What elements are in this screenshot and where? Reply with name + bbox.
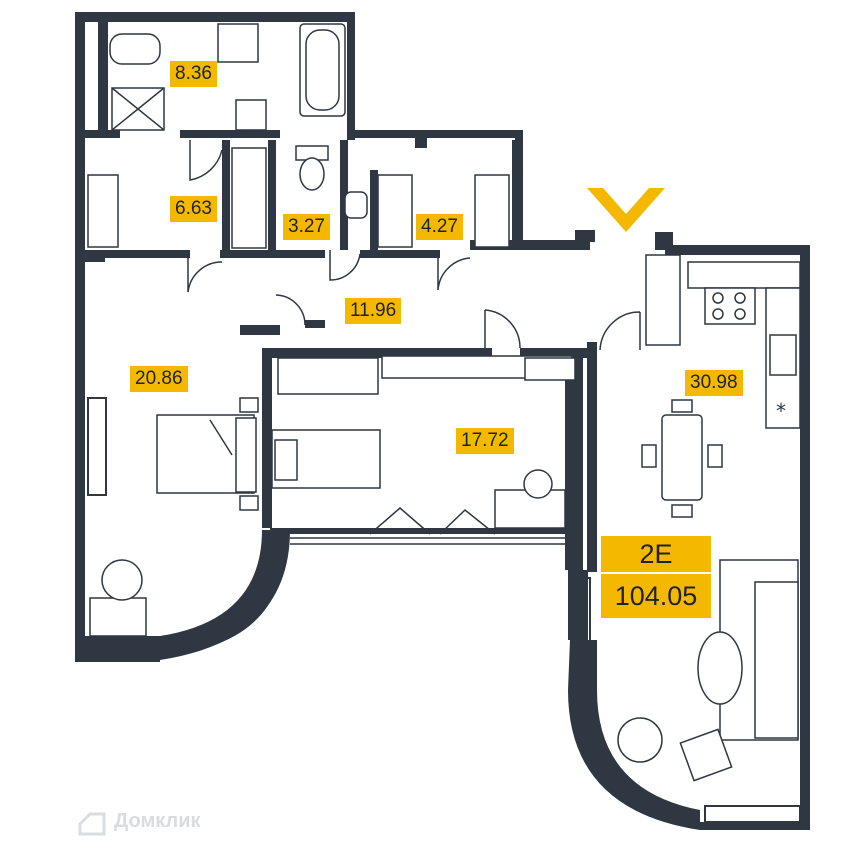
furniture	[87, 23, 801, 782]
fridge-asterisk-icon: *	[776, 399, 786, 423]
area-label-second-bedroom: 17.72	[456, 428, 514, 454]
area-label-wc: 3.27	[283, 214, 330, 240]
unit-code: 2E	[601, 536, 711, 574]
watermark: Домклик	[80, 810, 201, 833]
entrance-chevron-icon	[587, 188, 665, 232]
doors	[187, 140, 641, 535]
area-label-dressing-room: 6.63	[170, 196, 217, 222]
unit-summary-box: 2E 104.05	[601, 536, 711, 618]
unit-total-area: 104.05	[614, 581, 698, 611]
area-label-storage: 4.27	[416, 214, 463, 240]
area-label-bedroom: 20.86	[130, 366, 188, 392]
area-label-kitchen-living: 30.98	[685, 370, 743, 396]
domclick-logo-icon	[78, 812, 106, 836]
watermark-text: Домклик	[114, 810, 201, 832]
area-label-hallway: 11.96	[345, 298, 402, 324]
windows	[87, 397, 801, 823]
area-label-bathroom: 8.36	[170, 61, 217, 87]
walls	[75, 12, 810, 830]
